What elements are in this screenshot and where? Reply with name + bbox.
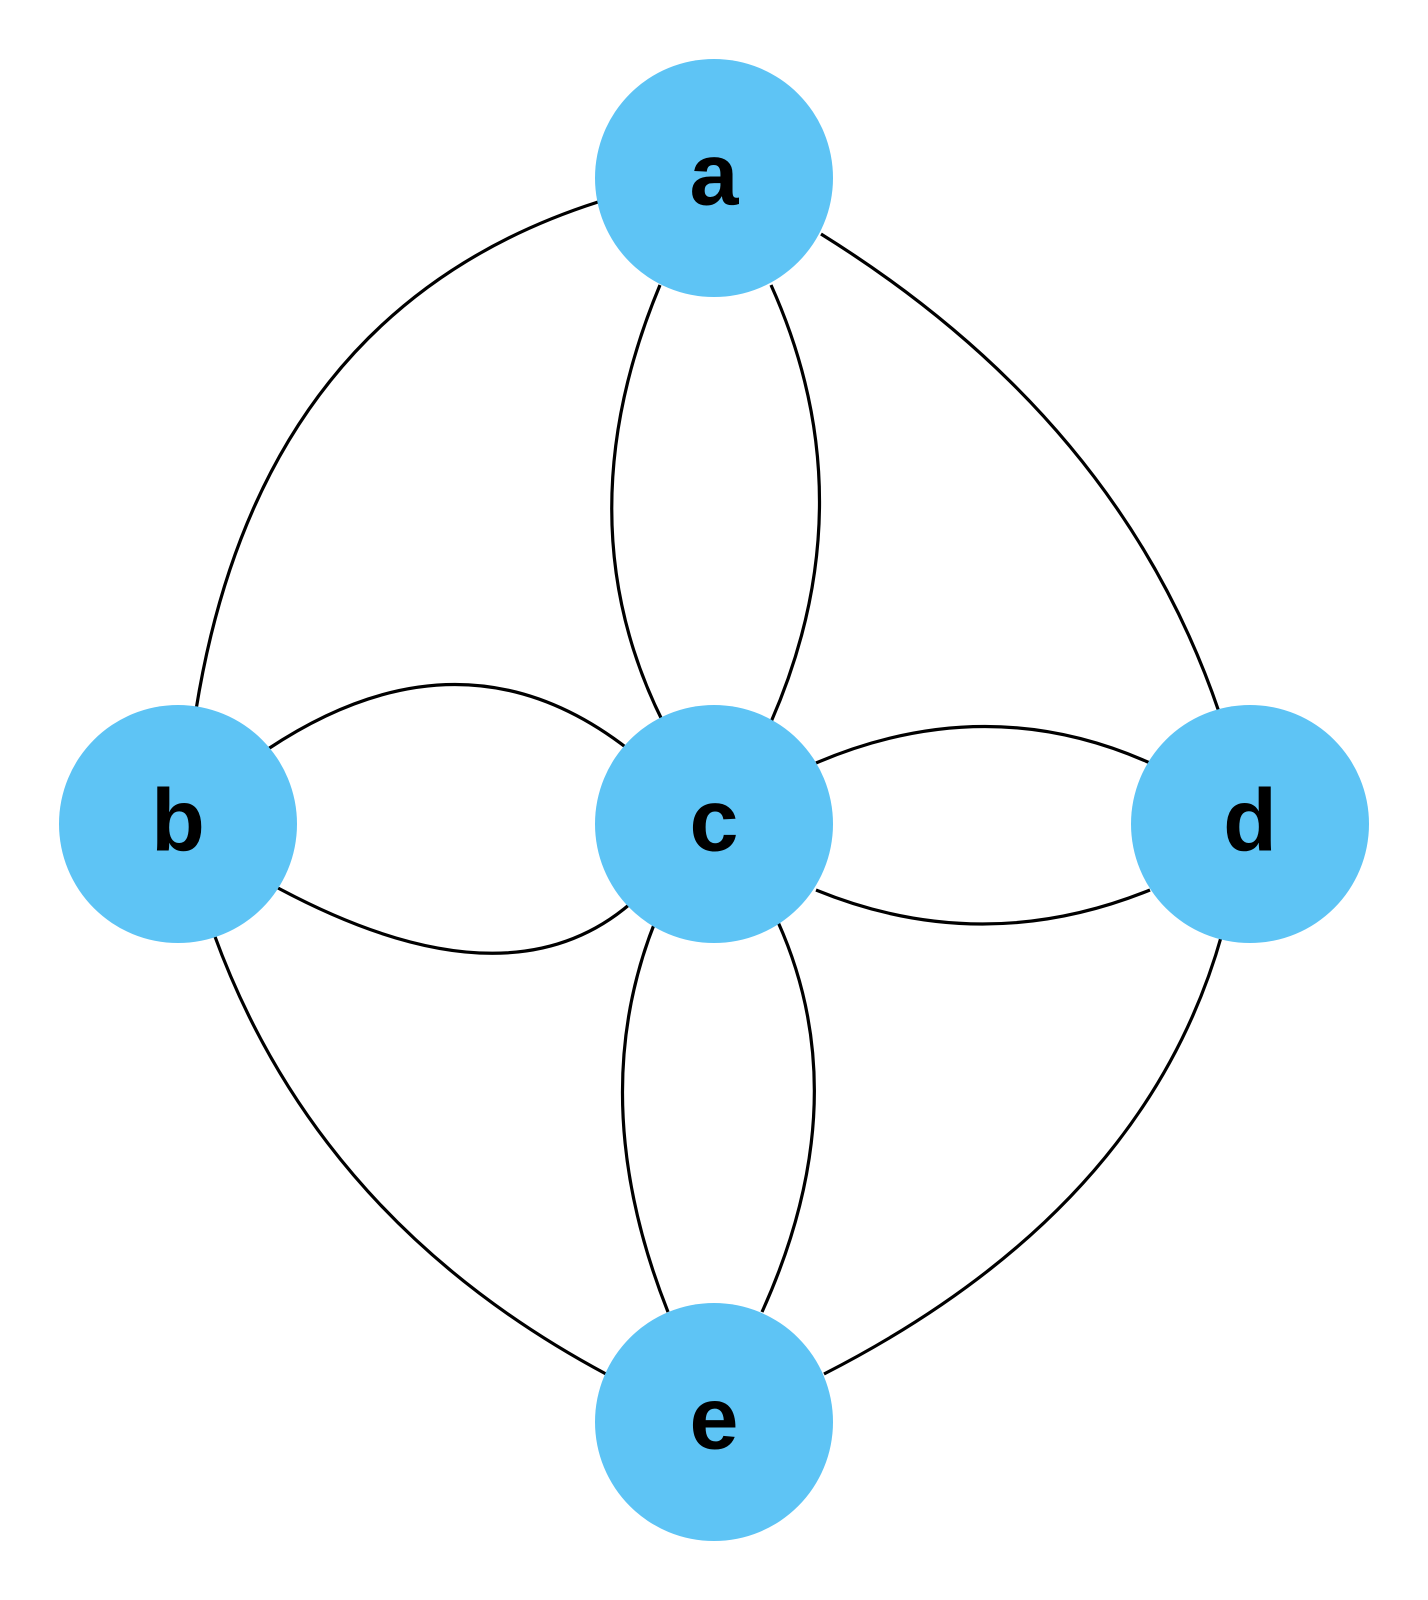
edges — [194, 200, 1224, 1376]
node-c-circle — [595, 705, 833, 943]
edge-a-d — [820, 232, 1221, 713]
node-e-label: e — [690, 1368, 739, 1467]
edge-b-e — [212, 933, 607, 1376]
node-b-label: b — [151, 770, 205, 869]
node-d-label: d — [1223, 770, 1277, 869]
node-c-label: c — [690, 770, 739, 869]
edge-c-e-right — [760, 921, 816, 1313]
edge-b-c-lower — [277, 886, 632, 955]
node-d-circle — [1131, 705, 1369, 943]
node-b: b — [59, 705, 297, 943]
node-a: a — [595, 59, 833, 297]
edge-a-c-right — [769, 284, 822, 723]
node-d: d — [1131, 705, 1369, 943]
edge-c-e-left — [620, 921, 670, 1313]
edge-c-d-lower — [815, 888, 1151, 926]
node-c: c — [595, 705, 833, 943]
edge-d-e — [823, 933, 1224, 1376]
nodes: a b c d e — [59, 59, 1369, 1541]
node-e-circle — [595, 1303, 833, 1541]
edge-c-d-upper — [815, 725, 1151, 765]
node-e: e — [595, 1303, 833, 1541]
node-b-circle — [59, 705, 297, 943]
node-a-label: a — [690, 124, 740, 223]
edge-a-c-left — [610, 284, 665, 723]
edge-a-b — [194, 200, 599, 711]
node-a-circle — [595, 59, 833, 297]
edge-b-c-upper — [267, 683, 629, 751]
